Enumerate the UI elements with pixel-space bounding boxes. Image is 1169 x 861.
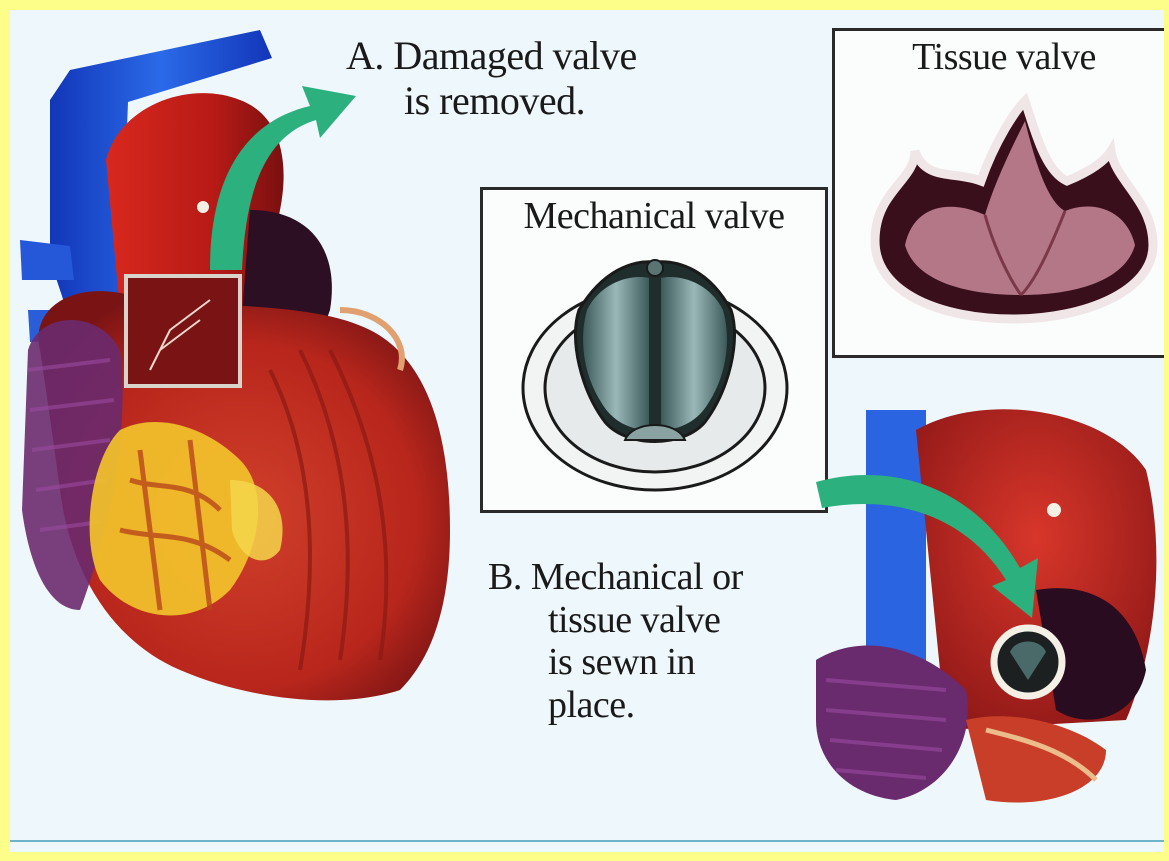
mechanical-valve-drawing [483, 190, 825, 510]
illustration-frame: A. Damaged valve is removed. Mechanical … [10, 10, 1164, 852]
step-a-letter: A. [346, 33, 384, 78]
bottom-divider [10, 840, 1164, 842]
step-a-line2: is removed. [346, 79, 637, 124]
step-a-caption: A. Damaged valve is removed. [346, 34, 637, 124]
step-b-line4: place. [488, 684, 743, 727]
inset-heart-illustration [806, 390, 1164, 820]
mechanical-valve-panel: Mechanical valve [480, 187, 828, 513]
tissue-valve-panel: Tissue valve [832, 28, 1164, 358]
step-b-letter: B. [488, 556, 522, 598]
step-a-line1: Damaged valve [393, 33, 636, 78]
valve-highlight-box [126, 276, 240, 386]
step-b-line3: is sewn in [488, 641, 743, 684]
step-b-line1: Mechanical or [531, 556, 743, 598]
step-b-line2: tissue valve [488, 599, 743, 642]
tissue-valve-drawing [835, 31, 1164, 355]
step-b-caption: B. Mechanical or tissue valve is sewn in… [488, 556, 743, 726]
